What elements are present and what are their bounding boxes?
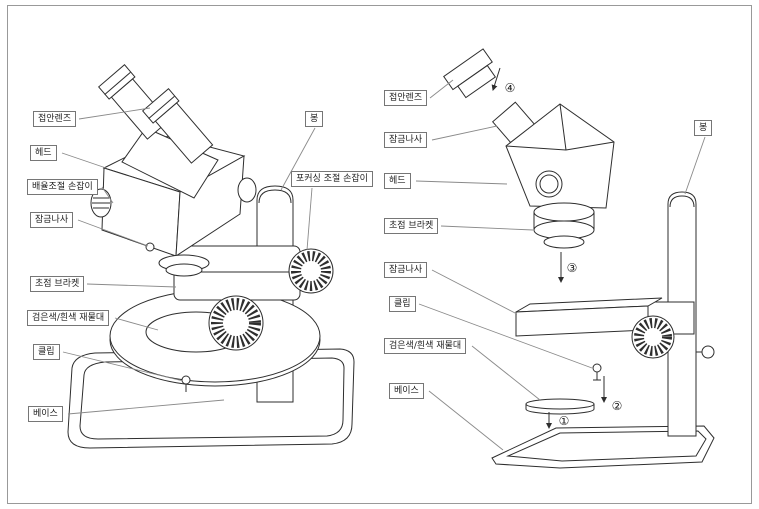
label-focus-knob-left: 포커싱 조절 손잡이	[291, 171, 373, 187]
zoom-knob-shape	[90, 177, 257, 218]
assembly-arrows	[491, 67, 607, 429]
step-numbers: ④ ③ ② ①	[505, 81, 623, 428]
microscope-exploded-illustration	[443, 48, 715, 469]
label-zoom-knob-left: 배율조절 손잡이	[27, 179, 98, 195]
clip-screw-left-shape	[181, 375, 191, 392]
label-stage-left: 검은색/흰색 재물대	[27, 310, 110, 326]
label-head-right: 헤드	[384, 173, 411, 189]
eyepiece-right-shape	[443, 48, 497, 99]
lock-screw-left-shape	[145, 242, 155, 252]
label-lock-screw-top-right: 잠금나사	[384, 132, 428, 148]
clip-right-shape	[592, 363, 602, 381]
head-right-shape	[491, 101, 615, 249]
label-base-left: 베이스	[28, 406, 63, 422]
focus-bracket-right-shape	[515, 297, 695, 359]
step-2-marker: ②	[612, 399, 623, 413]
label-lock-screw-left: 잠금나사	[30, 212, 74, 228]
base-right-shape	[491, 425, 715, 469]
stage-right-shape	[525, 398, 595, 415]
step-3-marker: ③	[567, 261, 578, 275]
eyepiece-tube-b-shape	[141, 87, 214, 164]
label-focus-bracket-left: 초점 브라켓	[30, 276, 85, 292]
step-4-marker: ④	[505, 81, 516, 95]
head-left-shape	[101, 135, 246, 257]
label-lock-screw-bottom-right: 잠금나사	[384, 262, 428, 278]
objective-left-shape	[158, 254, 210, 277]
label-clip-left: 클립	[33, 344, 60, 360]
focus-knob-right-shape	[288, 248, 334, 294]
label-base-right: 베이스	[389, 383, 424, 399]
label-pole-right: 봉	[694, 120, 713, 136]
step-1-marker: ①	[559, 414, 570, 428]
label-head-left: 헤드	[30, 145, 57, 161]
label-clip-right: 클립	[389, 296, 416, 312]
label-stage-right: 검은색/흰색 재물대	[384, 338, 467, 354]
focus-knob-left-shape	[208, 295, 264, 351]
microscope-assembled-illustration	[67, 63, 355, 449]
page-border	[7, 5, 752, 504]
eyepiece-tube-a-shape	[97, 63, 170, 140]
leader-lines	[61, 79, 706, 451]
label-eyepiece-left: 접안렌즈	[33, 111, 77, 127]
label-focus-bracket-right: 초점 브라켓	[384, 218, 439, 234]
label-pole-left: 봉	[305, 111, 324, 127]
label-eyepiece-right: 접안렌즈	[384, 90, 428, 106]
